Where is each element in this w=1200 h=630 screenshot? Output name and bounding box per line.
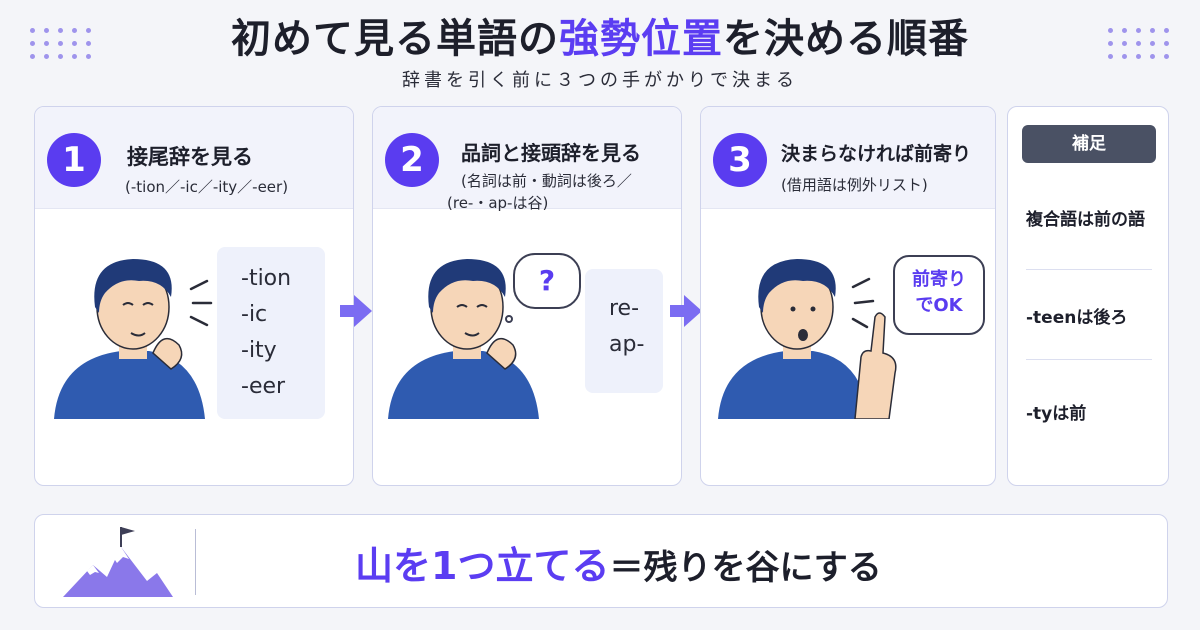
page-title: 初めて見る単語の強勢位置を決める順番	[0, 12, 1200, 66]
bubble-tail	[505, 315, 513, 323]
suffix-list-box: -tion -ic -ity -eer	[217, 247, 325, 419]
supplement-item: -tyは前	[1026, 404, 1087, 424]
step-head-3: 3 決まらなければ前寄り (借用語は例外リスト)	[701, 107, 995, 209]
step-sub-2-line-1: (名詞は前・動詞は後ろ／	[461, 172, 632, 190]
title-post: を決める順番	[723, 16, 969, 62]
thinking-person-icon	[388, 259, 539, 419]
supplement-item: 複合語は前の語	[1026, 210, 1145, 230]
question-bubble: ?	[513, 253, 581, 309]
arrow-right-icon	[670, 295, 702, 327]
divider	[195, 529, 196, 595]
step-card-1: 1 接尾辞を見る (-tion／-ic／-ity／-eer) -tion -ic…	[34, 106, 354, 486]
summary-message: 山を1つ立てる＝残りを谷にする	[355, 535, 882, 590]
prefix-list-box: re- ap-	[585, 269, 663, 393]
step-title-1: 接尾辞を見る	[127, 145, 253, 169]
supplement-panel: 補足 複合語は前の語 -teenは後ろ -tyは前	[1007, 106, 1169, 486]
step-sub-2-line-2: (re-・ap-は谷)	[447, 194, 549, 212]
step-number-2: 2	[385, 133, 439, 187]
step-title-2: 品詞と接頭辞を見る	[461, 141, 641, 165]
page-subtitle: 辞書を引く前に３つの手がかりで決まる	[402, 70, 798, 91]
ok-bubble-line-2: でOK	[915, 295, 963, 316]
step-head-2: 2 品詞と接頭辞を見る (名詞は前・動詞は後ろ／ (re-・ap-は谷)	[373, 107, 681, 212]
step-number-3: 3	[713, 133, 767, 187]
step-card-2: 2 品詞と接頭辞を見る (名詞は前・動詞は後ろ／ (re-・ap-は谷) ? r…	[372, 106, 682, 486]
suffix-item: -ity	[241, 338, 277, 363]
divider	[1026, 359, 1152, 360]
title-accent: 強勢位置	[559, 16, 723, 62]
prefix-item: ap-	[609, 332, 645, 357]
ok-bubble: 前寄り でOK	[893, 255, 985, 335]
suffix-item: -eer	[241, 374, 286, 399]
summary-rest: ＝残りを谷にする	[609, 548, 882, 588]
prefix-item: re-	[609, 296, 640, 321]
step-sub-1-line-1: (-tion／-ic／-ity／-eer)	[125, 178, 289, 196]
arrow-right-icon	[340, 295, 372, 327]
step-head-1: 1 接尾辞を見る (-tion／-ic／-ity／-eer)	[35, 107, 353, 209]
step-title-3: 決まらなければ前寄り	[781, 143, 972, 165]
step-card-3: 3 決まらなければ前寄り (借用語は例外リスト) 前寄り でOK	[700, 106, 996, 486]
suffix-item: -ic	[241, 302, 268, 327]
suffix-item: -tion	[241, 266, 292, 291]
step-number-1: 1	[47, 133, 101, 187]
title-pre: 初めて見る単語の	[231, 16, 559, 62]
summary-highlight: 山を1つ立てる	[355, 544, 610, 588]
summary-banner: 山を1つ立てる＝残りを谷にする	[34, 514, 1168, 608]
decor-dots-right	[1108, 28, 1170, 59]
ok-bubble-line-1: 前寄り	[912, 269, 966, 290]
supplement-tag: 補足	[1022, 125, 1156, 163]
divider	[1026, 269, 1152, 270]
supplement-item: -teenは後ろ	[1026, 308, 1128, 328]
pointing-person-icon	[718, 259, 897, 419]
thinking-person-icon	[54, 259, 213, 419]
mountain-flag-icon	[63, 527, 173, 597]
step-sub-3-line-1: (借用語は例外リスト)	[781, 176, 928, 194]
decor-dots-left	[30, 28, 92, 59]
